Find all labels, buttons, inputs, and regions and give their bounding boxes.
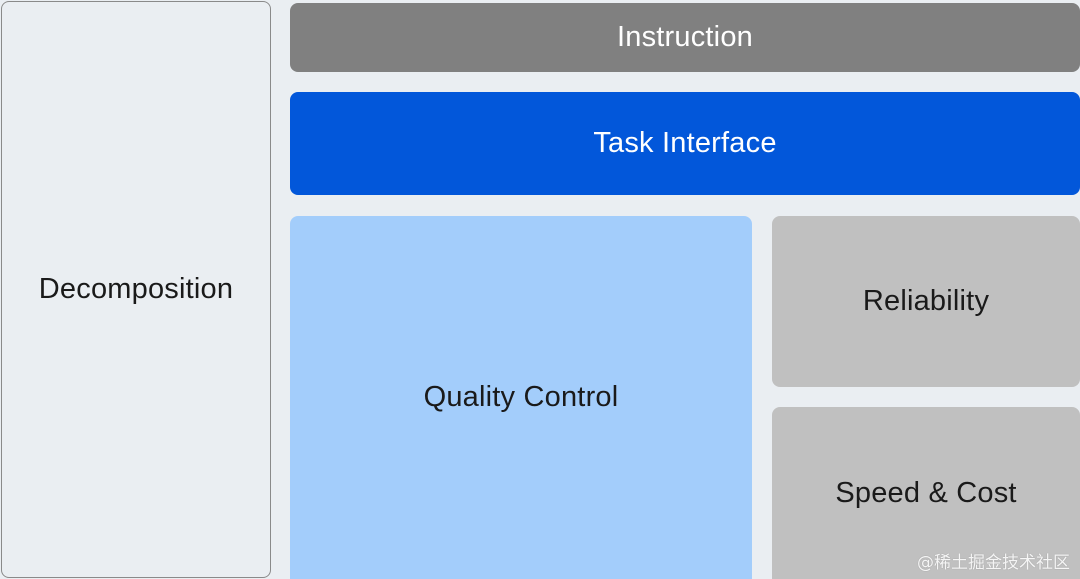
speed-cost-label: Speed & Cost — [835, 476, 1017, 509]
watermark-text: @稀土掘金技术社区 — [917, 553, 1070, 573]
quality-control-block: Quality Control — [290, 216, 752, 579]
task-interface-label: Task Interface — [593, 127, 777, 159]
instruction-label: Instruction — [617, 21, 753, 53]
decomposition-block: Decomposition — [1, 1, 271, 578]
quality-control-label: Quality Control — [423, 381, 619, 413]
reliability-block: Reliability — [772, 216, 1080, 387]
decomposition-label: Decomposition — [38, 273, 234, 305]
reliability-label: Reliability — [862, 285, 990, 317]
task-interface-block: Task Interface — [290, 92, 1080, 195]
instruction-block: Instruction — [290, 3, 1080, 72]
speed-cost-block: Speed & Cost — [772, 407, 1080, 579]
